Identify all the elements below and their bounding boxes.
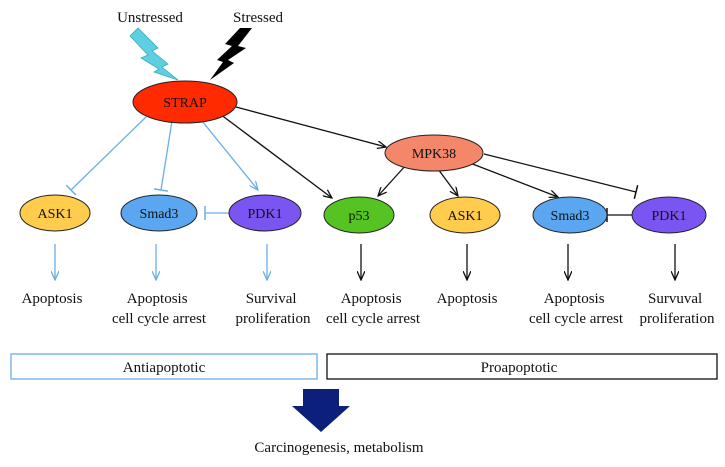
node-ask1-right-label: ASK1: [447, 209, 482, 224]
node-smad3-right-label: Smad3: [551, 209, 590, 224]
outcome-apoptosis-2: Apoptosis: [437, 291, 498, 307]
antiapoptotic-box: [10, 353, 318, 380]
edge-strap-pdk1-activate: [201, 120, 258, 190]
outcome-apoptosis-arrest-1-line2: cell cycle arrest: [112, 311, 207, 327]
proapoptotic-box: [326, 353, 718, 380]
proapoptotic-label: Proapoptotic: [481, 360, 558, 376]
node-pdk1-right: [631, 196, 707, 234]
outcome-survuval-proliferation: Survuval proliferation: [640, 291, 715, 327]
edge-strap-p53-activate: [219, 113, 332, 198]
unstressed-lightning-icon: [129, 27, 179, 81]
antiapoptotic-label: Antiapoptotic: [123, 360, 206, 376]
node-ask1-right: [429, 196, 501, 234]
outcome-apoptosis-arrest-3-line1: Apoptosis: [544, 291, 605, 307]
node-mpk38: [384, 134, 484, 172]
down-arrow-icon: [292, 389, 350, 432]
edge-strap-smad3-inhibit: [153, 120, 173, 192]
stressed-label: Stressed: [233, 10, 283, 26]
node-pdk1-left: [228, 194, 302, 232]
edge-mpk38-p53-activate: [378, 164, 407, 196]
outcome-survuval-proliferation-line2: proliferation: [640, 311, 715, 327]
edge-strap-mpk38-activate: [235, 106, 386, 147]
node-ask1-left: [19, 194, 91, 232]
outcome-apoptosis-arrest-1: Apoptosis cell cycle arrest: [112, 291, 207, 327]
edge-mpk38-ask1-activate: [437, 168, 458, 196]
unstressed-label: Unstressed: [117, 10, 183, 26]
node-pdk1-left-label: PDK1: [247, 207, 282, 222]
outcome-survival-proliferation-line1: Survival: [246, 291, 297, 307]
node-strap: [132, 80, 238, 124]
node-smad3-left-label: Smad3: [140, 207, 179, 222]
node-strap-label: STRAP: [163, 96, 207, 111]
node-mpk38-label: MPK38: [412, 147, 456, 162]
outcome-apoptosis-arrest-2: Apoptosis cell cycle arrest: [326, 291, 421, 327]
node-p53: [323, 196, 395, 234]
node-p53-label: p53: [349, 209, 370, 224]
outcome-apoptosis-arrest-2-line2: cell cycle arrest: [326, 311, 421, 327]
edge-mpk38-pdk1-inhibit: [483, 153, 639, 199]
node-smad3-left: [120, 194, 198, 232]
outcome-apoptosis-arrest-2-line1: Apoptosis: [341, 291, 402, 307]
node-smad3-right: [532, 196, 608, 234]
outcome-apoptosis-1: Apoptosis: [22, 291, 83, 307]
outcome-apoptosis-arrest-1-line1: Apoptosis: [127, 291, 188, 307]
result-label: Carcinogenesis, metabolism: [254, 440, 423, 456]
stressed-lightning-icon: [210, 28, 252, 80]
node-ask1-left-label: ASK1: [37, 207, 72, 222]
edge-mpk38-smad3-activate: [469, 162, 558, 197]
outcome-survuval-proliferation-line1: Survuval: [648, 291, 702, 307]
outcome-apoptosis-arrest-3: Apoptosis cell cycle arrest: [529, 291, 624, 327]
outcome-apoptosis-arrest-3-line2: cell cycle arrest: [529, 311, 624, 327]
edge-strap-ask1-inhibit: [65, 116, 147, 196]
node-pdk1-right-label: PDK1: [651, 209, 686, 224]
outcome-survival-proliferation-line2: proliferation: [236, 311, 311, 327]
outcome-survival-proliferation: Survival proliferation: [236, 291, 311, 327]
